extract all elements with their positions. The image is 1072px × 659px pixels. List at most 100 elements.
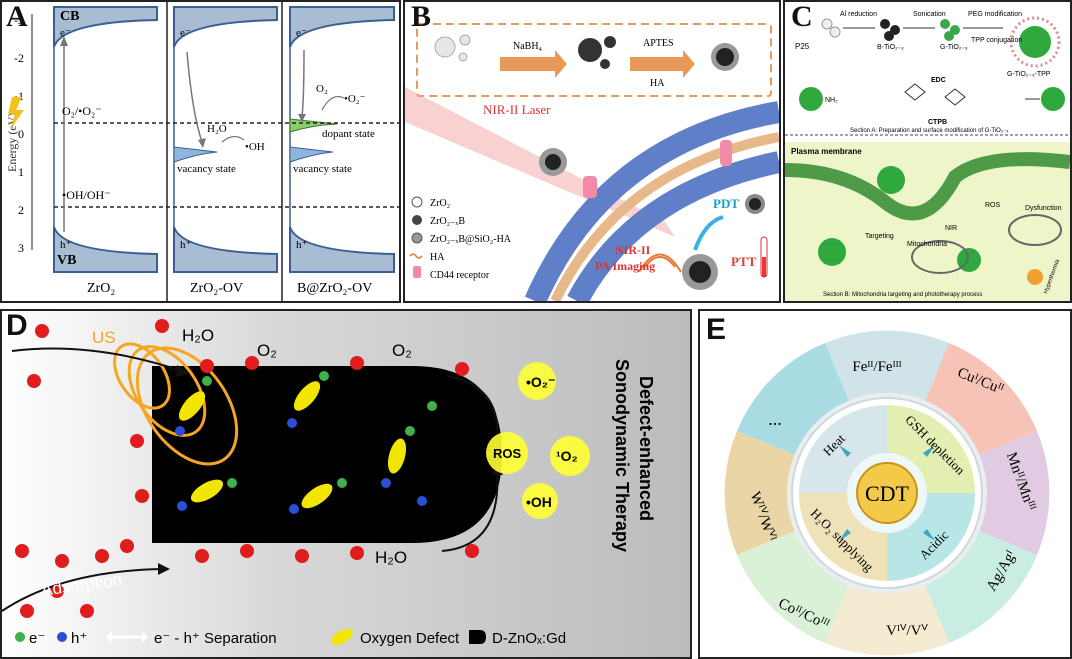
tick-label: 1	[18, 165, 24, 179]
us-label: US	[92, 328, 116, 347]
tick-label: 2	[18, 203, 24, 217]
band-diagram: -3 -2 -1 0 1 2 3 Energy (eV) CB e⁻ e⁻ e⁻…	[5, 2, 399, 301]
nir-label: NIR	[945, 225, 957, 232]
panel-c: P25 Al reduction B-TiO₂₋ₓ Sonication G-T…	[783, 0, 1072, 303]
oh-radical-label: •OH	[245, 141, 265, 153]
targeting-label: Targeting	[865, 233, 894, 240]
panel-a: -3 -2 -1 0 1 2 3 Energy (eV) CB e⁻ e⁻ e⁻…	[0, 0, 401, 303]
step-label: HA	[650, 78, 665, 89]
side-title: Sonodynamic Therapy	[612, 359, 632, 552]
tick-label: 0	[18, 127, 24, 141]
plasma-membrane-label: Plasma membrane	[791, 147, 862, 156]
pa-imaging-label: PA Imaging	[595, 259, 655, 273]
h2o-label: H₂O	[375, 548, 407, 567]
legend-item: ZrO₂₋ₓB	[430, 216, 465, 227]
panel-label-a: A	[6, 0, 28, 33]
vacancy-state-2	[289, 146, 334, 163]
side-title: Defect-enhanced	[636, 376, 656, 521]
material-name: ZrO₂-OV	[190, 281, 243, 296]
o2-label: O₂	[316, 83, 328, 95]
section-a-caption: Section A: Preparation and surface modif…	[850, 128, 1008, 134]
redox-pair: Vᴵⱽ/Vⱽ	[886, 623, 928, 639]
panel-label-e: E	[706, 313, 727, 346]
ros-label: ROS	[493, 446, 522, 461]
step-label: APTES	[643, 38, 674, 49]
panel-d: US H₂O O₂ O₂ H₂O ROS •O₂⁻ ¹O₂ •OH Adsorp…	[0, 309, 692, 659]
nh2-label: NH₂	[825, 97, 838, 104]
panel-b: ZrO₂ ZrO₂₋ₓB ZrO₂₋ₓB@SiO₂-HA HA CD44 rec…	[403, 0, 781, 303]
superoxide-label: •O₂⁻	[526, 374, 555, 390]
vacancy-state-1	[173, 146, 218, 163]
step-label: Al reduction	[840, 11, 877, 18]
step-label: P25	[795, 42, 810, 51]
step-label: TPP conjugation	[971, 37, 1022, 44]
pa-imaging-label: NIR-II	[615, 243, 651, 257]
tick-label: -3	[14, 13, 24, 27]
electron-label: e⁻	[60, 27, 71, 39]
ptt-label: PTT	[731, 254, 757, 269]
vb-label: VB	[57, 253, 76, 268]
cell-membrane	[524, 101, 779, 301]
zno-particle	[152, 366, 502, 543]
tick-label: -1	[14, 89, 24, 103]
cb-band-3	[289, 6, 395, 48]
vb-band-3	[289, 226, 395, 273]
step-label: G-TiO₂₋ₓ	[940, 44, 968, 51]
legend-separation: e⁻ - h⁺ Separation	[154, 630, 277, 647]
sdt-diagram: US H₂O O₂ O₂ H₂O ROS •O₂⁻ ¹O₂ •OH Adsorp…	[2, 319, 656, 647]
dopant-state-label: dopant state	[322, 128, 375, 140]
mitochondria-label: Mitochondria	[907, 241, 947, 248]
vacancy-state-label: vacancy state	[293, 163, 352, 175]
tick-label: -2	[14, 51, 24, 65]
step-label: Sonication	[913, 11, 946, 18]
edc-label: EDC	[931, 77, 946, 84]
vb-band-2	[173, 226, 278, 273]
step-label: G-TiO₂₋ₓ-TPP	[1007, 71, 1051, 78]
dysfunction-label: Dysfunction	[1025, 205, 1062, 212]
redox-pair: ...	[768, 409, 782, 429]
hole-label: h⁺	[60, 239, 72, 251]
legend-item: CD44 receptor	[430, 270, 490, 281]
legend-item: ZrO₂₋ₓB@SiO₂-HA	[430, 234, 512, 245]
hydroxyl-label: •OH	[526, 494, 552, 510]
material-name: B@ZrO₂-OV	[297, 281, 372, 296]
o2-label: O₂	[392, 341, 412, 360]
panel-label-d: D	[6, 309, 28, 342]
ros-label: ROS	[985, 202, 1001, 209]
synthesis-diagram: ZrO₂ ZrO₂₋ₓB ZrO₂₋ₓB@SiO₂-HA HA CD44 rec…	[405, 23, 779, 301]
cdt-wheel: CDT Heat GSH depletion Acidic H₂O₂ suppl…	[724, 330, 1050, 656]
legend-material: D-ZnOₓ:Gd	[492, 630, 566, 647]
material-name: ZrO₂	[87, 281, 115, 296]
vacancy-state-label: vacancy state	[177, 163, 236, 175]
tick-label: 3	[18, 241, 24, 255]
h2o-label: H₂O	[207, 123, 227, 135]
step-label: B-TiO₂₋ₓ	[877, 44, 904, 51]
hole-label: h⁺	[296, 239, 308, 251]
tio2-scheme: P25 Al reduction B-TiO₂₋ₓ Sonication G-T…	[785, 11, 1070, 301]
electron-label: e⁻	[180, 27, 191, 39]
step-label: PEG modification	[968, 11, 1022, 18]
o2-label: O₂	[257, 341, 277, 360]
o2-radical-label: •O₂⁻	[344, 93, 366, 105]
oh-level-label: •OH/OH⁻	[62, 188, 111, 202]
cb-band-2	[173, 6, 278, 48]
section-b-caption: Section B: Mitochondria targeting and ph…	[823, 292, 982, 298]
electron-label: e⁻	[296, 27, 307, 39]
o2-level-label: O₂/•O₂⁻	[62, 104, 102, 118]
laser-label: NIR-II Laser	[483, 102, 551, 117]
panel-e: CDT Heat GSH depletion Acidic H₂O₂ suppl…	[698, 309, 1072, 659]
y-axis-label: Energy (eV)	[5, 113, 19, 172]
cb-band-1	[53, 6, 158, 48]
legend-electron: e⁻	[29, 630, 45, 647]
legend-item: ZrO₂	[430, 198, 450, 209]
pdt-label: PDT	[713, 196, 739, 211]
hole-label: h⁺	[180, 239, 192, 251]
h2o-label: H₂O	[182, 326, 214, 345]
ctpb-label: CTPB	[928, 119, 947, 126]
cb-label: CB	[60, 9, 79, 24]
legend-hole: h⁺	[71, 630, 87, 647]
vb-band-1	[53, 226, 158, 273]
legend-defect: Oxygen Defect	[360, 630, 460, 647]
redox-pair: Feᴵᴵ/Feᴵᴵᴵ	[852, 359, 901, 375]
center-label: CDT	[865, 481, 910, 506]
